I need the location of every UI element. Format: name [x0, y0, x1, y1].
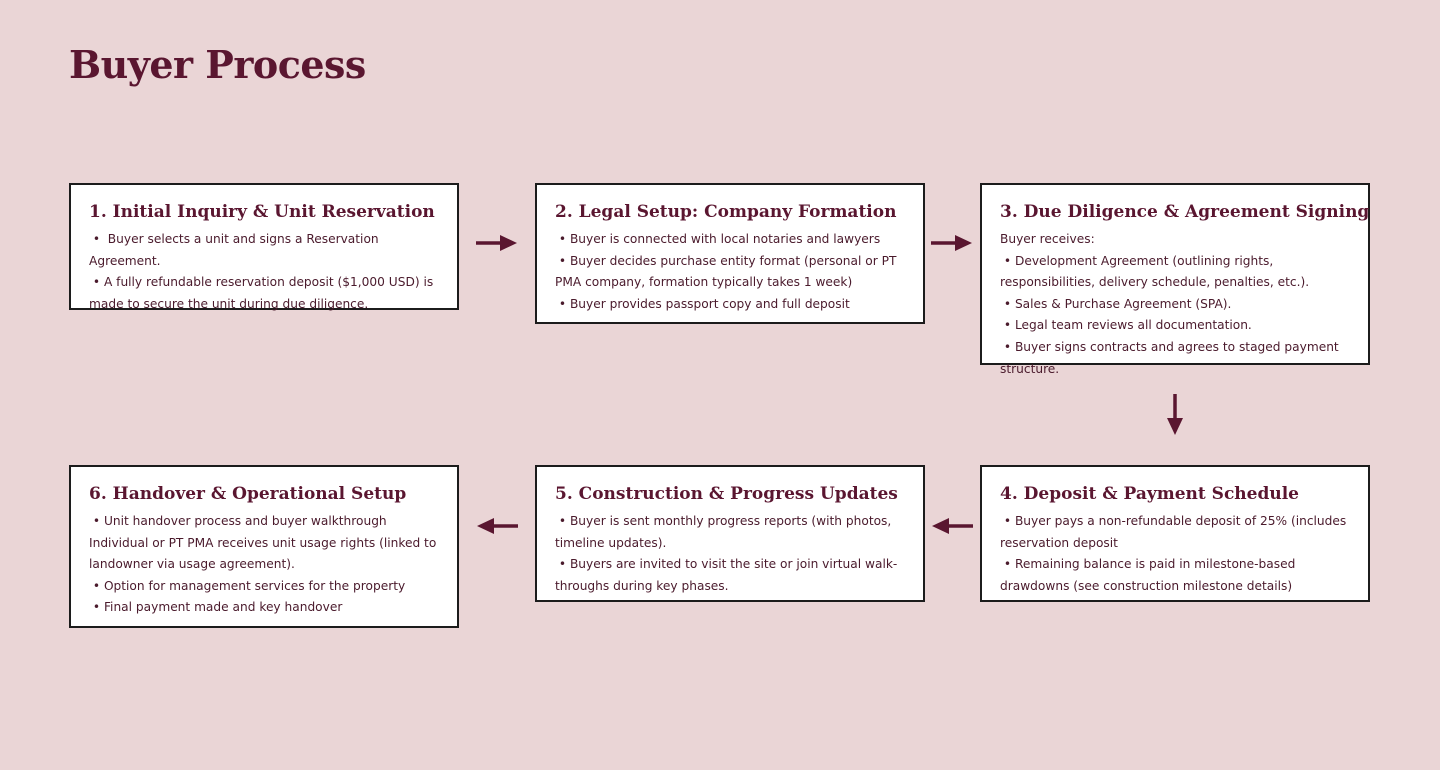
step-3-line: • Sales & Purchase Agreement (SPA). — [1000, 296, 1232, 311]
page-title: Buyer Process — [69, 42, 366, 87]
step-4-title: 4. Deposit & Payment Schedule — [1000, 484, 1299, 504]
step-1-line: • A fully refundable reservation deposit… — [89, 275, 438, 311]
step-3-line: • Buyer signs contracts and agrees to st… — [1000, 339, 1343, 376]
step-5-title: 5. Construction & Progress Updates — [555, 484, 898, 504]
step-4-line: • Remaining balance is paid in milestone… — [1000, 557, 1300, 593]
step-2-title: 2. Legal Setup: Company Formation — [555, 202, 897, 222]
step-2-line: • Buyer is connected with local notaries… — [555, 232, 881, 246]
arrow-down-icon — [1167, 394, 1183, 435]
step-5-line: • Buyer is sent monthly progress reports… — [555, 514, 896, 550]
arrow-left-icon — [477, 518, 518, 534]
arrow-right-icon — [476, 235, 517, 251]
step-3-title: 3. Due Diligence & Agreement Signing — [1000, 202, 1370, 222]
step-2-line: • Buyer decides purchase entity format (… — [555, 253, 901, 290]
step-3-line: • Legal team reviews all documentation. — [1000, 318, 1252, 333]
step-4-box: 4. Deposit & Payment Schedule • Buyer pa… — [980, 465, 1370, 602]
step-3-box: 3. Due Diligence & Agreement Signing Buy… — [980, 183, 1370, 376]
step-3-line: Buyer receives: — [1000, 232, 1095, 246]
step-6-line: • Final payment made and key handover — [89, 600, 343, 615]
step-3-line: • Development Agreement (outlining right… — [1000, 253, 1310, 290]
step-4-line: • Buyer pays a non-refundable deposit of… — [1000, 514, 1351, 550]
step-1-line: • Buyer selects a unit and signs a Reser… — [89, 232, 383, 268]
step-5-line: • Buyers are invited to visit the site o… — [555, 557, 898, 593]
step-6-box: 6. Handover & Operational Setup • Unit h… — [69, 465, 459, 628]
step-6-title: 6. Handover & Operational Setup — [89, 484, 407, 504]
step-6-line: • Option for management services for the… — [89, 578, 406, 593]
step-2-line: • Buyer provides passport copy and full … — [555, 296, 850, 311]
step-1-box: 1. Initial Inquiry & Unit Reservation • … — [69, 183, 459, 311]
step-6-line: Individual or PT PMA receives unit usage… — [89, 535, 441, 572]
step-6-line: • Unit handover process and buyer walkth… — [89, 514, 387, 528]
arrow-right-icon — [931, 235, 972, 251]
step-1-title: 1. Initial Inquiry & Unit Reservation — [89, 202, 435, 222]
step-2-box: 2. Legal Setup: Company Formation • Buye… — [535, 183, 925, 324]
arrow-left-icon — [932, 518, 973, 534]
step-5-box: 5. Construction & Progress Updates • Buy… — [535, 465, 925, 602]
